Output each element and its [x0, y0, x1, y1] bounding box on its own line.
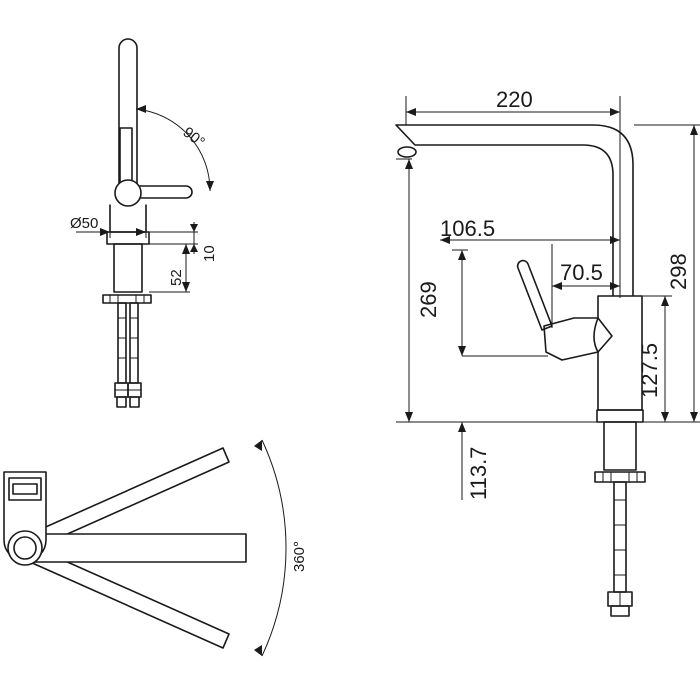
side-body — [597, 295, 643, 411]
dim-angle-arc — [135, 108, 211, 192]
front-lever-horizontal — [131, 185, 193, 199]
dim-swivel-arc — [261, 439, 287, 657]
spout-reach-label: 220 — [496, 87, 533, 112]
lever-base-height-label: 113.7 — [466, 447, 491, 500]
front-hose-right — [129, 302, 139, 384]
lever-offset-horizontal-label: 70.5 — [560, 260, 603, 285]
front-spout — [118, 38, 138, 191]
top-spout-swing-down — [29, 547, 230, 649]
side-spout-outlet — [397, 146, 417, 158]
lever-reach-label: 106.5 — [440, 216, 495, 241]
top-swivel-inner — [13, 536, 37, 560]
top-swivel-outer — [7, 530, 43, 566]
front-body — [109, 204, 147, 233]
overall-height-label: 298 — [666, 253, 691, 290]
top-spout-center — [31, 533, 247, 563]
top-lever-handle — [8, 477, 42, 501]
lever-height-label: 52 — [168, 269, 185, 286]
side-view — [395, 124, 646, 617]
side-base-ring — [596, 409, 644, 423]
side-mount-shank — [603, 421, 637, 471]
front-hose-left — [117, 302, 127, 384]
front-base-ring — [106, 231, 150, 245]
front-view — [102, 38, 193, 408]
diameter-label: Ø50 — [70, 215, 98, 232]
spout-outlet-height-label: 269 — [416, 281, 441, 318]
swivel-angle-label: 360° — [291, 541, 308, 572]
side-lever-stick — [516, 259, 553, 331]
body-height-label: 127.5 — [637, 343, 662, 398]
front-body-circle — [114, 179, 142, 207]
top-dimensions: 360° — [254, 439, 308, 657]
angle-lever-label: 90° — [180, 124, 208, 151]
top-view — [3, 447, 247, 649]
front-mount-nut — [102, 294, 152, 304]
front-mount-shank — [113, 243, 143, 293]
front-lever-upright — [119, 127, 133, 189]
side-dimensions: 220 106.5 70.5 269 298 127.5 — [396, 87, 700, 500]
top-spout-swing-up — [29, 447, 230, 549]
lever-offset-label: 10 — [201, 245, 218, 262]
